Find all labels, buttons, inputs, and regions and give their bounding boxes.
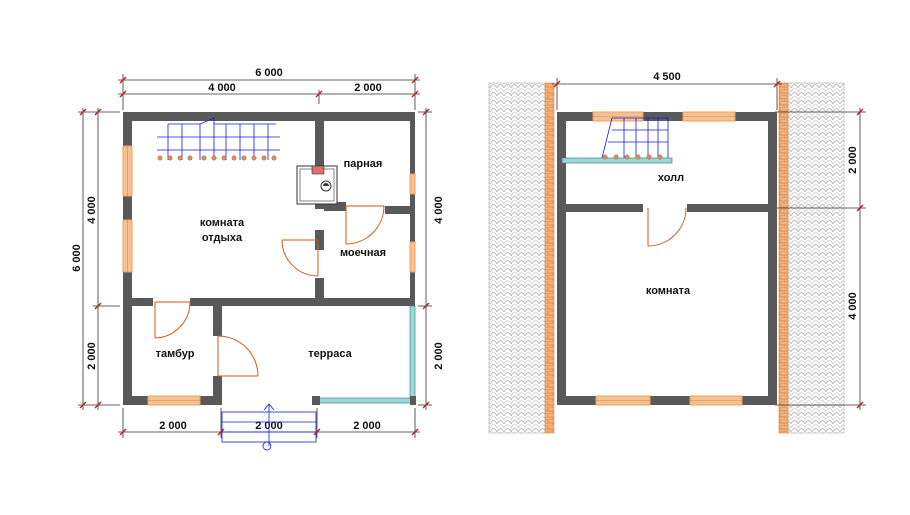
upper-dimension-lines <box>552 78 866 410</box>
ground-dimension-ticks <box>79 76 430 436</box>
ground-stair-balusters <box>157 155 277 161</box>
room-label-rest-line2: отдыха <box>202 232 243 244</box>
ground-windows <box>122 145 416 406</box>
upper-window-glazing <box>593 116 742 401</box>
ground-dim-left-upper: 4 000 <box>86 196 98 224</box>
gable-brick-left <box>544 82 555 434</box>
room-label-terrace: терраса <box>308 348 352 360</box>
ground-staircase <box>157 117 280 160</box>
ground-dim-right-upper: 4 000 <box>433 196 445 224</box>
room-label-room: комната <box>646 285 691 297</box>
upper-walls <box>557 112 777 405</box>
door-rest-wash <box>281 239 319 277</box>
upper-stair-balusters <box>602 154 663 160</box>
upper-dim-top: 4 500 <box>653 71 681 83</box>
upper-floor-plan: 4 500 2 000 4 000 <box>488 71 866 434</box>
stove <box>296 165 338 205</box>
upper-staircase <box>601 117 669 159</box>
room-label-steam: парная <box>344 158 383 170</box>
ground-dim-bottom-left: 2 000 <box>159 420 187 432</box>
ground-dim-left-lower: 2 000 <box>86 342 98 370</box>
entrance-steps <box>221 403 317 451</box>
roof-slope-right <box>787 82 845 434</box>
roof-slope-left <box>488 82 546 434</box>
ground-dim-left-total: 6 000 <box>71 244 83 272</box>
upper-dim-right-upper: 2 000 <box>847 146 859 174</box>
ground-dimension-lines <box>78 74 432 438</box>
ground-dim-top-total: 6 000 <box>255 67 283 79</box>
upper-door <box>647 207 687 247</box>
room-label-rest-line1: комната <box>200 217 245 229</box>
window-right-wash <box>409 241 416 273</box>
gable-brick-right <box>778 82 789 434</box>
window-right-steam <box>409 173 416 195</box>
room-label-hall: холл <box>658 172 684 184</box>
ground-dim-top-left: 4 000 <box>208 82 236 94</box>
ground-dim-top-right: 2 000 <box>354 82 382 94</box>
upper-dimension-ticks <box>553 80 864 409</box>
ground-floor-plan: 6 000 4 000 2 000 6 000 4 000 2 000 4 00… <box>71 67 445 451</box>
ground-window-glazing <box>127 146 200 401</box>
door-vestibule-rest <box>154 301 191 339</box>
room-label-vestibule: тамбур <box>156 348 195 360</box>
entrance-marker-icon <box>262 441 272 451</box>
ground-dim-bottom-right: 2 000 <box>353 420 381 432</box>
ground-doors <box>154 205 385 377</box>
ground-door-leaves <box>154 206 347 377</box>
door-steam-room <box>345 205 385 245</box>
room-label-wash: моечная <box>340 247 386 259</box>
ground-dim-right-lower: 2 000 <box>433 342 445 370</box>
upper-dim-right-lower: 4 000 <box>847 292 859 320</box>
door-vestibule-terrace <box>217 335 259 377</box>
terrace-glazing <box>312 305 416 405</box>
